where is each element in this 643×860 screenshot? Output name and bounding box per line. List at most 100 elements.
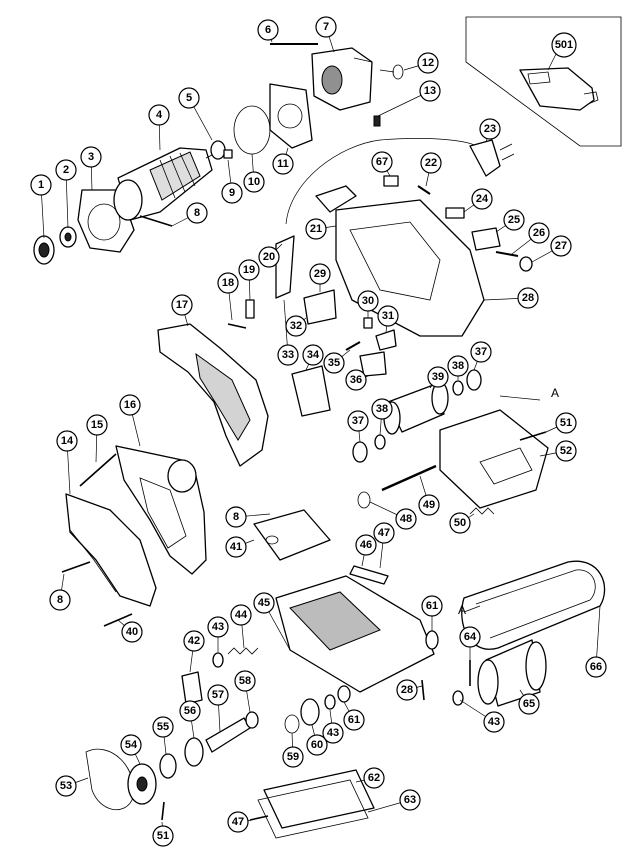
callout-circle [272, 153, 294, 175]
part-callout-61: 61 [421, 595, 443, 617]
callout-circle [420, 152, 442, 174]
callout-number: 43 [488, 716, 500, 728]
part-callout-30: 30 [357, 290, 379, 312]
callout-number: 36 [350, 374, 362, 386]
callout-circle [49, 589, 71, 611]
callout-circle [479, 118, 501, 140]
callout-circle [373, 522, 395, 544]
callout-circle [459, 626, 481, 648]
callout-number: 21 [310, 223, 322, 235]
callout-circle [217, 272, 239, 294]
callout-number: 4 [156, 109, 163, 121]
callout-circle [277, 344, 299, 366]
callout-number: 20 [263, 251, 275, 263]
callout-circle [483, 711, 505, 733]
callout-number: 31 [382, 310, 394, 322]
part-callout-2: 2 [55, 159, 77, 181]
callout-circle [371, 151, 393, 173]
part-callout-18: 18 [217, 272, 239, 294]
callout-circle [528, 222, 550, 244]
part-callout-9: 9 [221, 182, 243, 204]
callout-number: 3 [88, 151, 94, 163]
callout-circle [305, 218, 327, 240]
callout-number: 26 [533, 227, 545, 239]
part-callout-3: 3 [80, 146, 102, 168]
callout-circle [120, 734, 142, 756]
callout-circle [357, 290, 379, 312]
callout-number: 34 [307, 349, 320, 361]
callout-circle [470, 341, 492, 363]
part-callout-49: 49 [418, 494, 440, 516]
part-callout-5: 5 [178, 87, 200, 109]
callout-number: 37 [475, 346, 487, 358]
part-callout-60: 60 [306, 734, 328, 756]
callout-number: 10 [248, 176, 260, 188]
callout-circle [421, 595, 443, 617]
callout-circle [343, 709, 365, 731]
part-callout-67: 67 [371, 151, 393, 173]
callout-number: 65 [523, 698, 535, 710]
callout-number: 52 [560, 445, 572, 457]
part-callout-55: 55 [152, 716, 174, 738]
callout-circle [186, 202, 208, 224]
callout-circle [363, 767, 385, 789]
part-callout-6: 6 [257, 19, 279, 41]
part-callout-16: 16 [119, 394, 141, 416]
callout-circle [306, 734, 328, 756]
callout-number: 17 [176, 299, 188, 311]
callout-circle [355, 534, 377, 556]
callout-number: 51 [560, 417, 572, 429]
callout-circle [347, 410, 369, 432]
callout-number: 47 [378, 527, 390, 539]
callout-number: 1 [38, 179, 44, 191]
callout-number: 39 [432, 371, 444, 383]
part-callout-48: 48 [395, 508, 417, 530]
callout-circle [427, 366, 449, 388]
callout-number: 30 [362, 295, 374, 307]
callout-circle [253, 592, 275, 614]
part-callout-8: 8 [49, 589, 71, 611]
callout-circle [80, 146, 102, 168]
callout-number: 5 [186, 92, 192, 104]
part-callout-39: 39 [427, 366, 449, 388]
part-callout-35: 35 [323, 352, 345, 374]
part-callout-10: 10 [243, 171, 265, 193]
part-callout-20: 20 [258, 246, 280, 268]
inset-box [465, 16, 622, 147]
callout-circle [449, 512, 471, 534]
callout-circle [419, 80, 441, 102]
callout-circle [518, 693, 540, 715]
callout-circle [183, 630, 205, 652]
callout-circle [322, 722, 344, 744]
callout-number: 51 [157, 830, 169, 842]
callout-circle [227, 811, 249, 833]
part-callout-56: 56 [179, 700, 201, 722]
part-callout-44: 44 [230, 604, 252, 626]
callout-circle [503, 209, 525, 231]
part-callout-45: 45 [253, 592, 275, 614]
callout-number: 28 [522, 292, 534, 304]
part-callout-26: 26 [528, 222, 550, 244]
section-marker-a-upper: A [551, 386, 559, 400]
callout-number: 24 [476, 193, 489, 205]
part-callout-42: 42 [183, 630, 205, 652]
part-callout-38: 38 [447, 355, 469, 377]
part-callout-22: 22 [420, 152, 442, 174]
base-and-belt [85, 509, 606, 839]
part-callout-43: 43 [207, 616, 229, 638]
callout-number: 50 [454, 517, 466, 529]
callout-circle [171, 294, 193, 316]
part-callout-47: 47 [227, 811, 249, 833]
callout-circle [179, 700, 201, 722]
callout-circle [555, 440, 577, 462]
callout-circle [555, 412, 577, 434]
part-callout-25: 25 [503, 209, 525, 231]
callout-number: 43 [212, 621, 224, 633]
part-callout-34: 34 [302, 344, 324, 366]
callout-number: 38 [376, 403, 388, 415]
part-callout-53: 53 [55, 775, 77, 797]
callout-number: 38 [452, 360, 464, 372]
part-callout-62: 62 [363, 767, 385, 789]
